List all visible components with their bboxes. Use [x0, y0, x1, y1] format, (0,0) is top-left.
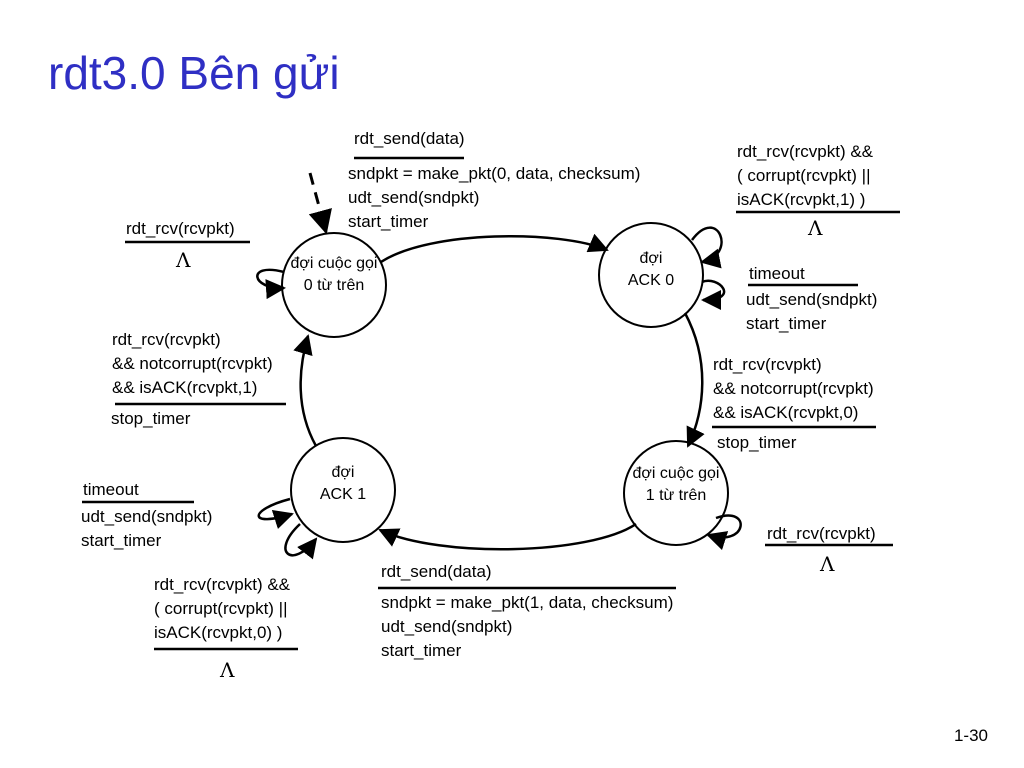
event-line: && notcorrupt(rcvpkt)	[713, 379, 874, 398]
event-ack1-corrupt: rdt_rcv(rcvpkt) && ( corrupt(rcvpkt) || …	[154, 573, 290, 645]
state-line: đợi	[331, 464, 355, 481]
action-line: udt_send(sndpkt)	[81, 507, 213, 526]
event-line: rdt_rcv(rcvpkt) &&	[154, 575, 291, 594]
action-line: start_timer	[746, 314, 827, 333]
event-call0-rcv: rdt_rcv(rcvpkt)	[126, 219, 235, 238]
event-call1-rcv: rdt_rcv(rcvpkt)	[767, 524, 876, 543]
action-line: start_timer	[381, 641, 462, 660]
state-line: 0 từ trên	[303, 277, 365, 294]
state-line: đợi	[639, 250, 663, 267]
actions-ack0-timeout: udt_send(sndpkt) start_timer	[746, 288, 877, 336]
lambda-ack0-corrupt: Λ	[808, 216, 823, 240]
event-call0-to-ack0: rdt_send(data)	[354, 129, 465, 148]
state-wait-call-1-label: đợi cuộc gọi 1 từ trên	[624, 463, 728, 507]
loop-call1-rcv	[706, 514, 742, 551]
actions-ack1-timeout: udt_send(sndpkt) start_timer	[81, 505, 212, 553]
event-line: && isACK(rcvpkt,1)	[112, 378, 258, 397]
state-wait-call-1	[623, 440, 729, 546]
loop-ack1-corrupt	[284, 523, 318, 560]
lambda-call0-rcv: Λ	[176, 248, 191, 272]
action-line: sndpkt = make_pkt(0, data, checksum)	[348, 164, 641, 183]
actions-call0-to-ack0: sndpkt = make_pkt(0, data, checksum) udt…	[348, 162, 640, 234]
action-line: start_timer	[81, 531, 162, 550]
event-ack1-to-call0: rdt_rcv(rcvpkt) && notcorrupt(rcvpkt) &&…	[112, 328, 273, 400]
event-line: && isACK(rcvpkt,0)	[713, 403, 859, 422]
action-line: udt_send(sndpkt)	[348, 188, 480, 207]
action-line: udt_send(sndpkt)	[381, 617, 513, 636]
state-wait-ack-0-label: đợi ACK 0	[599, 248, 703, 292]
event-ack0-to-call1: rdt_rcv(rcvpkt) && notcorrupt(rcvpkt) &&…	[713, 353, 874, 425]
state-line: ACK 0	[627, 272, 675, 289]
arrow-call0-to-ack0	[380, 233, 609, 264]
slide-title: rdt3.0 Bên gửi	[48, 47, 340, 99]
actions-ack1-to-call0: stop_timer	[111, 407, 190, 431]
arrow-ack0-to-call1	[683, 312, 705, 448]
initial-state-arrow	[308, 172, 332, 235]
loop-ack0-timeout	[701, 279, 726, 310]
actions-call1-to-ack1: sndpkt = make_pkt(1, data, checksum) udt…	[381, 591, 673, 663]
action-line: stop_timer	[717, 433, 797, 452]
loop-ack1-timeout	[257, 497, 294, 529]
event-call1-to-ack1: rdt_send(data)	[381, 562, 492, 581]
arrow-call1-to-ack1	[378, 522, 637, 551]
event-ack0-timeout: timeout	[749, 264, 805, 283]
lambda-ack1-corrupt: Λ	[220, 658, 235, 682]
state-wait-ack-1-label: đợi ACK 1	[291, 462, 395, 506]
action-line: sndpkt = make_pkt(1, data, checksum)	[381, 593, 674, 612]
actions-ack0-to-call1: stop_timer	[717, 431, 796, 455]
event-line: && notcorrupt(rcvpkt)	[112, 354, 273, 373]
action-line: stop_timer	[111, 409, 191, 428]
event-line: ( corrupt(rcvpkt) ||	[154, 599, 288, 618]
state-line: đợi cuộc gọi	[632, 465, 720, 482]
state-wait-call-0-label: đợi cuộc gọi 0 từ trên	[282, 253, 386, 297]
lambda-call1-rcv: Λ	[820, 552, 835, 576]
event-ack1-timeout: timeout	[83, 480, 139, 499]
loop-ack0-corrupt	[690, 226, 723, 269]
event-line: isACK(rcvpkt,0) )	[154, 623, 283, 642]
action-line: start_timer	[348, 212, 429, 231]
event-line: rdt_rcv(rcvpkt)	[713, 355, 822, 374]
loop-call0-rcv	[256, 268, 286, 300]
event-ack0-corrupt: rdt_rcv(rcvpkt) && ( corrupt(rcvpkt) || …	[737, 140, 873, 212]
arrow-ack1-to-call0	[293, 334, 318, 447]
page-number: 1-30	[953, 726, 988, 745]
event-line: rdt_rcv(rcvpkt) &&	[737, 142, 874, 161]
state-wait-ack-0	[598, 222, 704, 328]
state-wait-ack-1	[290, 437, 396, 543]
state-line: ACK 1	[319, 486, 367, 503]
state-line: 1 từ trên	[645, 487, 707, 504]
state-line: đợi cuộc gọi	[290, 255, 378, 272]
event-line: ( corrupt(rcvpkt) ||	[737, 166, 871, 185]
event-line: rdt_rcv(rcvpkt)	[112, 330, 221, 349]
action-line: udt_send(sndpkt)	[746, 290, 878, 309]
event-line: isACK(rcvpkt,1) )	[737, 190, 866, 209]
